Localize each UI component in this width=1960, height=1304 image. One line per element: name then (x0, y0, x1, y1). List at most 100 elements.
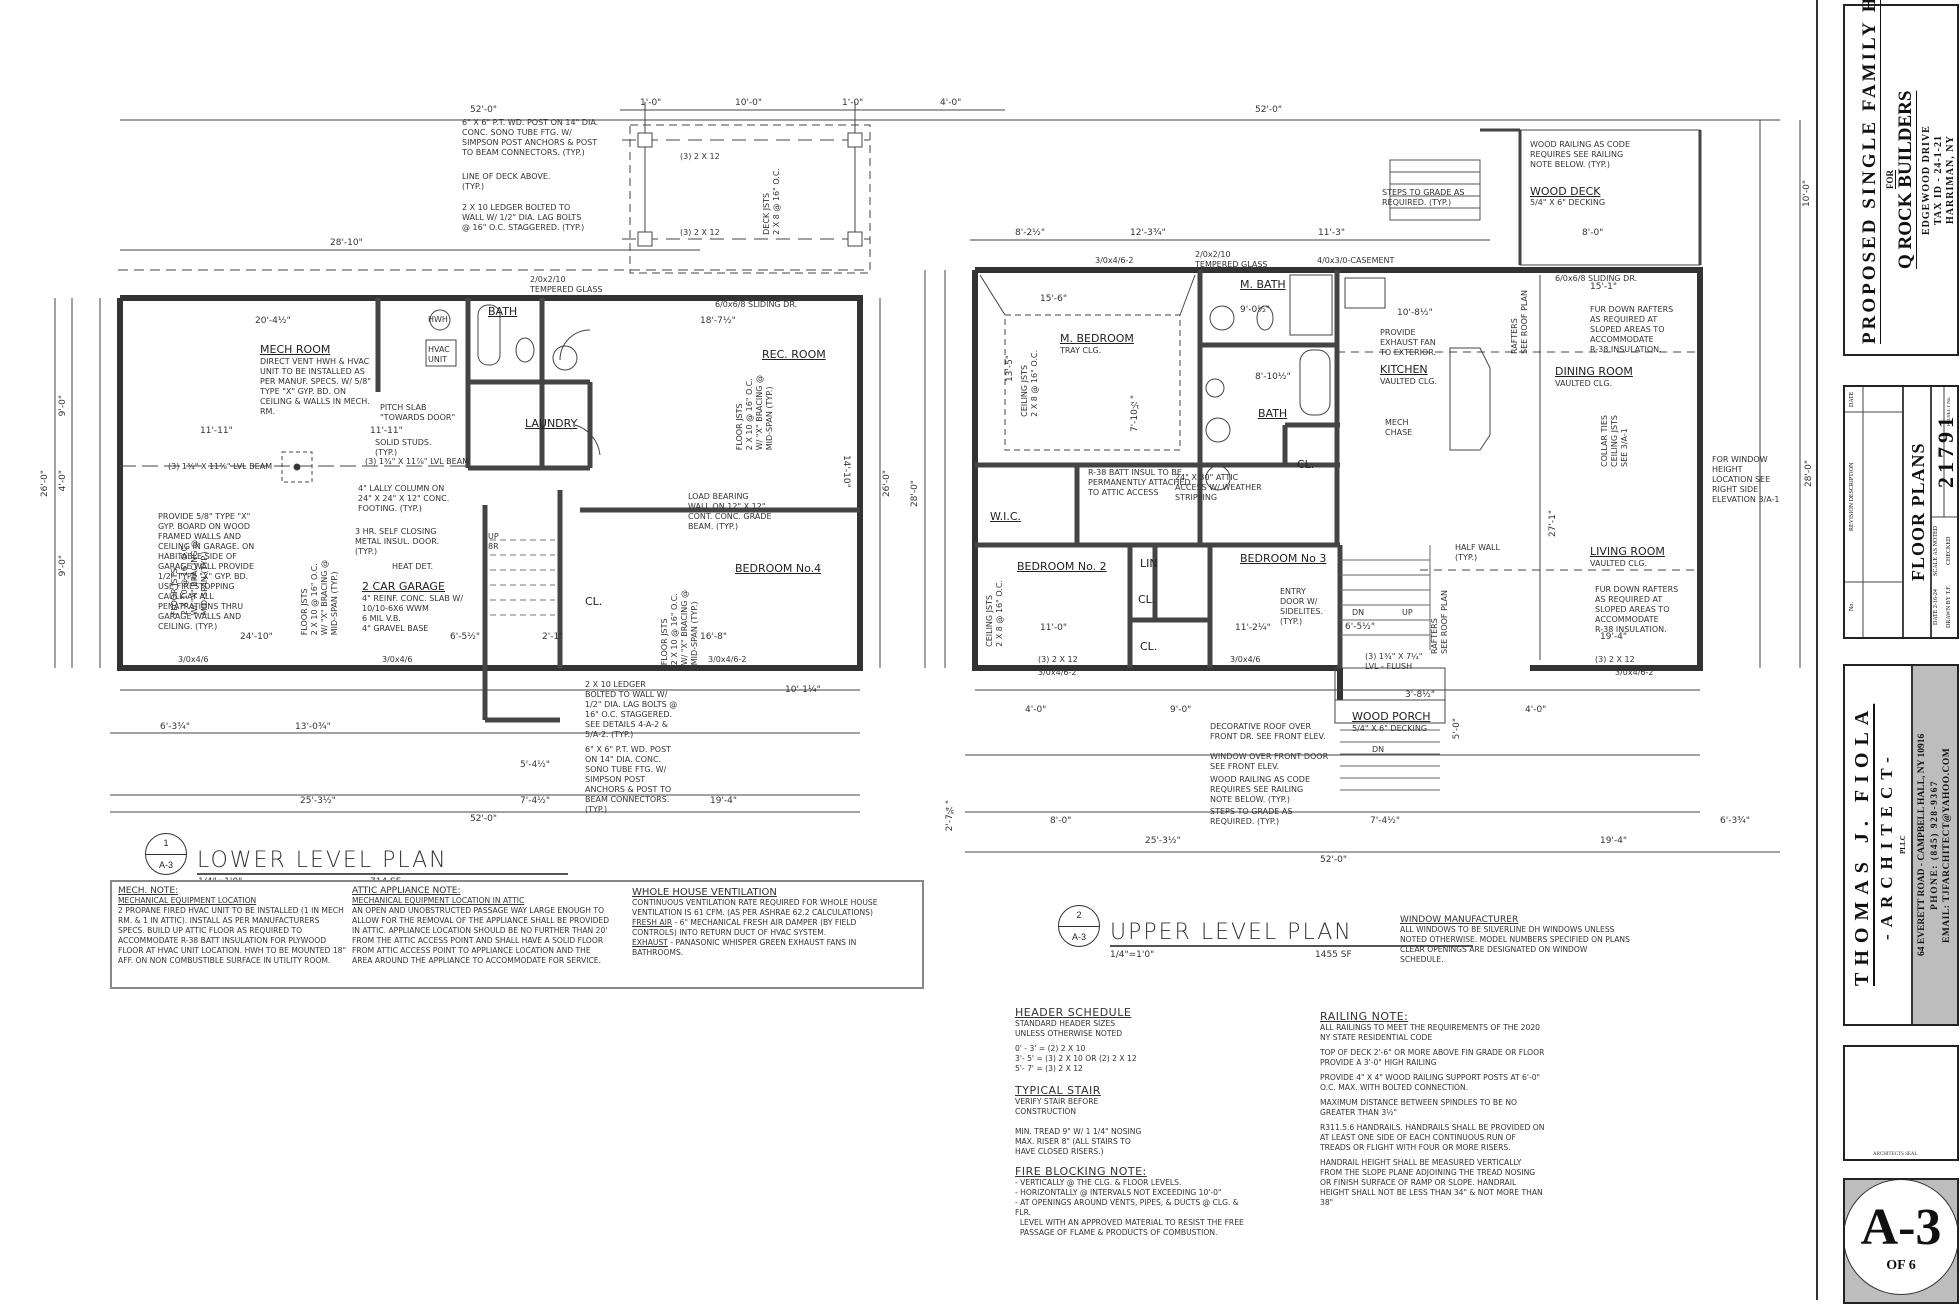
lower-deck-joists: DECK JSTS 2 X 8 @ 16" O.C. (762, 168, 781, 235)
lower-plan-title-block: 1 A-3 LOWER LEVEL PLAN (145, 833, 568, 875)
mech-note-title: MECH. NOTE: (118, 886, 179, 896)
entry-door-note: ENTRY DOOR W/ SIDELITES. (TYP.) (1280, 587, 1324, 626)
sheet-number-box: A-3 OF 6 (1843, 1178, 1959, 1304)
stair-up-label: UP 8R (488, 532, 499, 551)
header-schedule-row-1: 0' - 3' = (2) 2 X 10 (1015, 1044, 1086, 1053)
sheet-number: A-3 (1860, 1199, 1942, 1256)
lower-post-note-2: 6" X 6" P.T. WD. POST ON 14" DIA. CONC. … (585, 745, 672, 814)
revision-no-header: No. (1849, 602, 1855, 612)
exhaust-label: EXHAUST (632, 938, 668, 947)
room-closet-3: CL. (1297, 458, 1315, 471)
upper-dim-8-10: 8'-10½" (1255, 372, 1291, 382)
window-upper-bottom-1: 3/0x4/6-2 (1038, 668, 1077, 677)
architect-box-divider (1911, 666, 1913, 1024)
lower-tempered-glass: 2/0x2/10 TEMPERED GLASS (530, 275, 603, 294)
upper-plan-sheet-ref: A-3 (1071, 932, 1086, 942)
living-vaulted-ceiling: VAULTED CLG. (1590, 559, 1648, 568)
upper-dim-2-7: 2'-7¾" (945, 800, 955, 832)
drawn-by-value: T.F. (1946, 585, 1952, 595)
fire-blocking-row-4: LEVEL WITH AN APPROVED MATERIAL TO RESIS… (1015, 1218, 1244, 1227)
lower-deck-line-note: LINE OF DECK ABOVE. (TYP.) (462, 172, 551, 191)
lower-dim-14-10: 14'-10" (841, 455, 851, 488)
upper-dim-19-4: 19'-4" (1600, 632, 1628, 642)
lower-dim-18-7: 18'-7½" (700, 316, 736, 326)
lower-dim-20-4: 20'-4½" (255, 316, 291, 326)
room-closet: CL. (585, 595, 603, 608)
window-manufacturer-note: WINDOW MANUFACTURER ALL WINDOWS TO BE SI… (1400, 915, 1630, 965)
project-title: PROPOSED SINGLE FAMILY HOME (1859, 0, 1880, 344)
hwh-label: HWH (428, 315, 448, 324)
upper-plan-area: 1455 SF (1315, 950, 1352, 960)
bedroom4-floor-joists: FLOOR JSTS 2 X 10 @ 16" O.C. W/ "X" BRAC… (660, 590, 699, 666)
room-upper-bath: BATH (1258, 407, 1288, 420)
lower-deck-dim-3: 1'-0" (842, 98, 864, 108)
architect-title: -ARCHITECT- (1877, 750, 1896, 940)
room-living-room: LIVING ROOM (1590, 545, 1665, 558)
room-lower-bath: BATH (488, 305, 518, 318)
fire-blocking-row-1: - VERTICALLY @ THE CLG. & FLOOR LEVELS. (1015, 1178, 1182, 1187)
lower-deck-dim-1: 1'-0" (640, 98, 662, 108)
fresh-air-label: FRESH AIR (632, 918, 673, 927)
lower-plan-title: LOWER LEVEL PLAN (197, 848, 568, 875)
upper-dim-7-4: 7'-4½" (1370, 816, 1401, 826)
architect-entity: PLLC (1899, 835, 1907, 855)
room-bedroom-4: BEDROOM No.4 (735, 562, 822, 575)
sheet-border (1816, 0, 1818, 1300)
attic-note-subtitle: MECHANICAL EQUIPMENT LOCATION IN ATTIC (352, 896, 525, 905)
upper-dim-12-3: 12'-3¾" (1130, 228, 1166, 238)
window-note-body: ALL WINDOWS TO BE SILVERLINE DH WINDOWS … (1400, 925, 1630, 964)
lower-dim-13-0: 13'-0¾" (295, 722, 331, 732)
project-number-label: PROJECT No. (1947, 396, 1952, 426)
upper-dim-3-8: 3'-8½" (1405, 690, 1436, 700)
ventilation-note-title: WHOLE HOUSE VENTILATION (632, 887, 777, 898)
upper-dim-11-2: 11'-2¼" (1235, 623, 1271, 633)
r38-batt-note: R-38 BATT INSUL TO BE PERMANENTLY ATTACH… (1088, 468, 1191, 497)
architect-email: EMAIL: TJFARCHITECT@YAHOO.COM (1942, 747, 1952, 943)
upper-plan-number: 2 (1076, 910, 1082, 920)
upper-dim-8-0b: 8'-0" (1050, 816, 1072, 826)
upper-dim-7-10: 7'-10½" (1130, 395, 1140, 433)
room-wood-porch: WOOD PORCH (1352, 710, 1431, 723)
header-schedule-row-2: 3'- 5' = (3) 2 X 10 OR (2) 2 X 12 (1015, 1054, 1137, 1063)
upper-overall-depth-right: 28'-0" (1804, 460, 1814, 488)
date-label: DATE (1933, 609, 1939, 625)
client-name: Q ROCK BUILDERS (1895, 90, 1916, 270)
room-walk-in-closet: W.I.C. (990, 510, 1022, 523)
garage-gyp-note: PROVIDE 5/8" TYPE "X" GYP. BOARD ON WOOD… (158, 512, 255, 631)
lower-dim-16-8: 16'-8" (700, 632, 728, 642)
header-schedule-note: HEADER SCHEDULE STANDARD HEADER SIZES UN… (1015, 1006, 1255, 1238)
lower-overall-dim-top: 52'-0" (470, 105, 498, 115)
room-bedroom-3: BEDROOM No 3 (1240, 552, 1327, 565)
header-schedule-line-1: STANDARD HEADER SIZES (1015, 1019, 1116, 1028)
window-upper-bottom-3: 3/0x4/6-2 (1615, 668, 1654, 677)
upper-dim-19-4b: 19'-4" (1600, 836, 1628, 846)
lower-ledger-note-2: 2 X 10 LEDGER BOLTED TO WALL W/ 1/2" DIA… (585, 680, 678, 739)
lally-column-note: 4" LALLY COLUMN ON 24" X 24" X 12" CONC.… (358, 484, 450, 513)
upper-dim-6-3: 6'-3¾" (1720, 816, 1751, 826)
room-bedroom-2: BEDROOM No. 2 (1017, 560, 1107, 573)
header-upper-1: (3) 2 X 12 (1038, 655, 1078, 664)
lower-plan-callout-bubble: 1 A-3 (145, 833, 187, 875)
architect-phone: PHONE: (845) 928-9367 (1930, 779, 1940, 911)
upper-dim-10-0: 10'-0" (1802, 180, 1812, 208)
upper-overall-dim-bottom: 52'-0" (1320, 855, 1348, 865)
railing-note-p6: HANDRAIL HEIGHT SHALL BE MEASURED VERTIC… (1320, 1158, 1543, 1207)
typical-stair-line-1: VERIFY STAIR BEFORE (1015, 1097, 1099, 1106)
date-field: DATE 2-16-24 (1933, 582, 1939, 632)
sheet-number-circle: A-3 OF 6 (1845, 1180, 1957, 1295)
header-schedule-title: HEADER SCHEDULE (1015, 1006, 1132, 1019)
solid-studs-note: SOLID STUDS. (TYP.) (375, 438, 432, 457)
rafters-note-top: RAFTERS SEE ROOF PLAN (1510, 290, 1529, 354)
kitchen-vaulted-ceiling: VAULTED CLG. (1380, 377, 1438, 386)
project-number: 21791 (1933, 413, 1958, 489)
typical-stair-line-2: CONSTRUCTION (1015, 1107, 1077, 1116)
room-mech-room: MECH ROOM (260, 343, 331, 356)
project-for-label: FOR (1885, 170, 1895, 190)
architect-address: 64 EVERETT ROAD - CAMPBELL HALL, NY 1091… (1917, 733, 1927, 957)
project-title-box: PROPOSED SINGLE FAMILY HOME FOR Q ROCK B… (1843, 0, 1959, 356)
rafters-note-bottom: RAFTERS SEE ROOF PLAN (1430, 590, 1449, 654)
scale-label: SCALE (1933, 557, 1939, 577)
garage-floor-joists-left: FLOOR JSTS 2 X 10 @ 16" O.C. W/ "X" BRAC… (170, 540, 209, 616)
dining-vaulted-ceiling: VAULTED CLG. (1555, 379, 1613, 388)
